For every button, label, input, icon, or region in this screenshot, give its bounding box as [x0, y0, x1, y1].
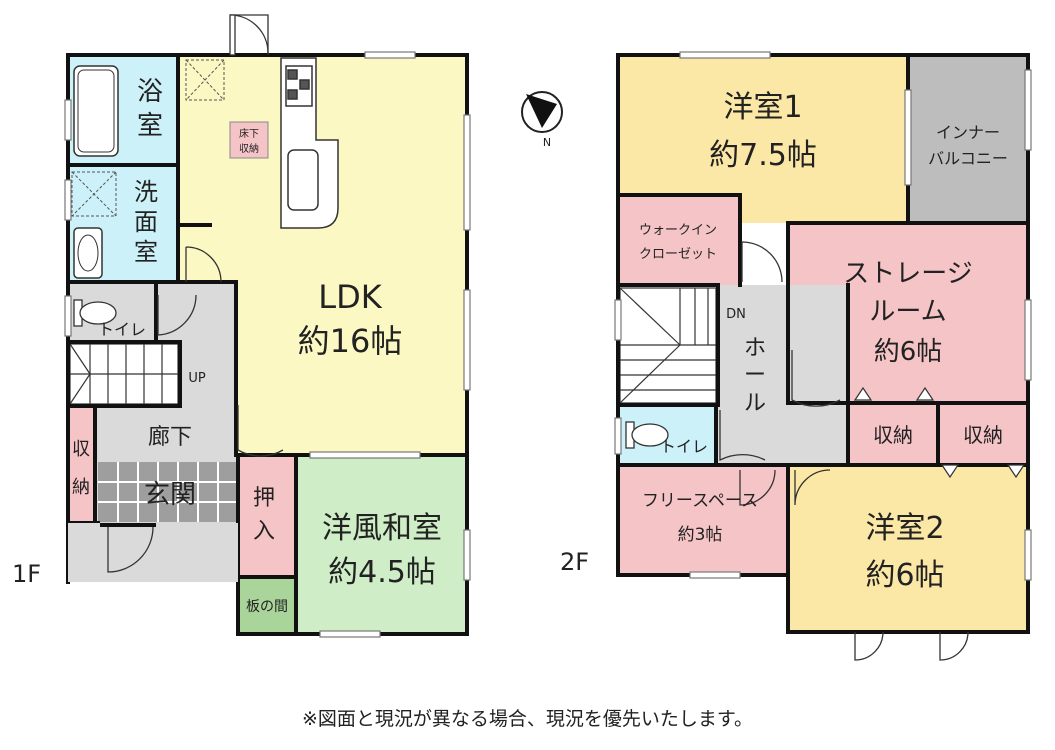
- entrance-label: 玄関: [144, 480, 196, 510]
- walkin-label-1: ウォークイン: [639, 223, 717, 238]
- corridor-label: 廊下: [148, 425, 192, 450]
- labels-2f: 洋室1 約7.5帖 インナー バルコニー ウォークイン クローゼット ストレージ…: [560, 90, 1008, 593]
- room2-area: [788, 465, 1028, 632]
- room2-size: 約6帖: [865, 558, 944, 593]
- closet-label-1: 押: [253, 486, 275, 511]
- wooden-floor-area: [238, 577, 296, 634]
- labels-1f: 浴 室 洗 面 室 トイレ 床下 収納 LDK 約16帖 UP 廊下 収 納 玄…: [12, 77, 442, 615]
- storage-room-size: 約6帖: [874, 337, 943, 367]
- ldk-size: 約16帖: [298, 322, 403, 360]
- japanese-room-name: 洋風和室: [322, 511, 442, 546]
- floor-2-label: 2F: [560, 548, 589, 576]
- hall-label-2: ー: [744, 363, 766, 388]
- toilet-2f-fixture: [625, 421, 669, 449]
- room1-name: 洋室1: [723, 90, 802, 125]
- floor-1-label: 1F: [12, 560, 41, 588]
- wooden-floor-label: 板の間: [246, 599, 288, 615]
- floor-2: 洋室1 約7.5帖 インナー バルコニー ウォークイン クローゼット ストレージ…: [560, 51, 1032, 661]
- storage-2f-2-area: [938, 403, 1028, 463]
- storage-room-name-1: ストレージ: [843, 259, 972, 289]
- japanese-room-size: 約4.5帖: [328, 555, 436, 590]
- toilet-2f-label: トイレ: [660, 437, 708, 456]
- storage-room-name-2: ルーム: [869, 297, 946, 327]
- washroom-label-1: 洗: [134, 178, 158, 206]
- windows-2f: [614, 51, 1032, 581]
- room1-lower-area: [740, 195, 908, 223]
- room1-size: 約7.5帖: [709, 138, 817, 173]
- doors-1f: [107, 14, 284, 573]
- fridge-space: [185, 59, 225, 101]
- floor-1: 浴 室 洗 面 室 トイレ 床下 収納 LDK 約16帖 UP 廊下 収 納 玄…: [12, 14, 471, 638]
- bath-label-2: 室: [137, 111, 163, 141]
- walkin-area: [618, 195, 740, 285]
- toilet-1f-label: トイレ: [98, 320, 146, 339]
- free-space-name: フリースペース: [642, 491, 758, 511]
- laundry-space: [71, 171, 117, 217]
- underfloor-label-2: 収納: [239, 142, 259, 155]
- underfloor-storage: [229, 121, 269, 159]
- walkin-label-2: クローゼット: [639, 247, 717, 262]
- storage-1f-area: [68, 408, 95, 523]
- washroom-label-2: 面: [134, 208, 158, 236]
- free-space-area: [618, 465, 786, 575]
- disclaimer-note: ※図面と現況が異なる場合、現況を優先いたします。: [301, 708, 754, 730]
- entrance-tiles: [98, 462, 238, 522]
- storage-1f-label-1: 収: [72, 439, 90, 460]
- storage-2f-2-label: 収納: [963, 423, 1003, 447]
- bathtub: [73, 65, 119, 157]
- doors-2f: [719, 241, 969, 661]
- entrance-floor: [98, 462, 238, 522]
- storage-1f-label-2: 納: [72, 477, 90, 498]
- underfloor-label-1: 床下: [239, 127, 259, 140]
- room2-name: 洋室2: [865, 511, 944, 546]
- closet-doors-2f: [853, 386, 1026, 479]
- closet-area: [238, 455, 296, 575]
- windows-1f: [64, 51, 471, 638]
- hall-label-1: ホ: [744, 336, 766, 361]
- bath-label-1: 浴: [137, 77, 163, 107]
- closet-label-2: 入: [253, 519, 275, 544]
- stairs-1f-label: UP: [188, 371, 206, 386]
- ldk-name: LDK: [318, 278, 382, 316]
- free-space-size: 約3帖: [678, 525, 723, 545]
- kitchen-counter: [280, 57, 339, 229]
- toilet-1f-fixture: [73, 299, 117, 327]
- balcony-label-2: バルコニー: [928, 149, 1008, 168]
- room1-area: [618, 55, 908, 195]
- hall-label-3: ル: [744, 391, 766, 416]
- storage-2f-1-label: 収納: [873, 423, 913, 447]
- stairs-1f: [69, 343, 179, 405]
- japanese-room-area: [296, 455, 467, 634]
- balcony-area: [908, 55, 1028, 223]
- compass-north-label: N: [543, 136, 551, 149]
- washroom-label-3: 室: [134, 238, 158, 266]
- storage-2f-1-area: [848, 403, 938, 463]
- stairs-2f-label: DN: [726, 307, 746, 322]
- compass-icon: N: [521, 91, 563, 149]
- balcony-label-1: インナー: [936, 123, 1000, 142]
